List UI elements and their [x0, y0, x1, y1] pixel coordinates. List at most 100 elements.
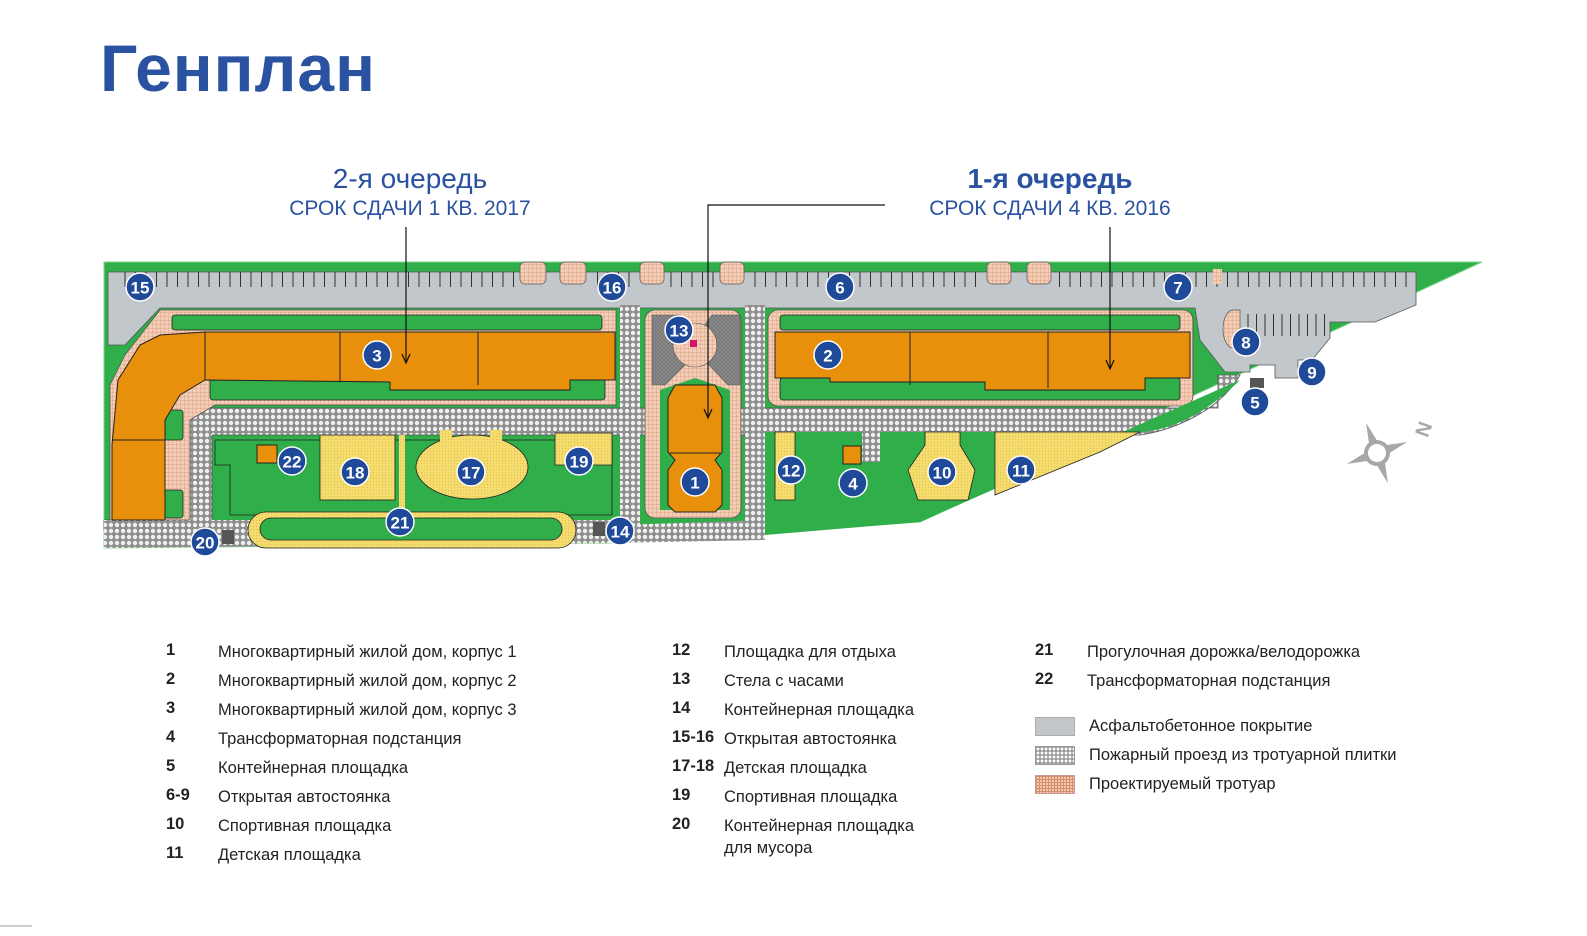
legend-item-number: 14 [672, 699, 691, 717]
map-marker-badge [340, 457, 370, 487]
legend-item-text: Многоквартирный жилой дом, корпус 1 [218, 641, 517, 663]
legend-item-text: Открытая автостоянка [218, 786, 390, 808]
map-marker-badge [385, 507, 415, 537]
map-marker-badge [564, 446, 594, 476]
legend-surface-text: Пожарный проезд из тротуарной плитки [1089, 746, 1397, 764]
legend-item-text-line: Детская площадка [218, 846, 361, 864]
map-marker-badge [1297, 357, 1327, 387]
map-marker-number: 22 [283, 453, 302, 472]
legend-item-text-line: Контейнерная площадка [218, 759, 408, 777]
legend-item-text-line: Трансформаторная подстанция [1087, 672, 1331, 690]
container-site-20 [222, 530, 234, 544]
legend-item-number: 3 [166, 699, 176, 717]
legend-item-number: 11 [166, 844, 184, 862]
legend-item-text: Контейнерная площадка [218, 757, 408, 779]
asphalt-parking-strip [107, 271, 1417, 379]
map-marker-badge [362, 340, 392, 370]
map-marker-number: 21 [391, 514, 410, 533]
legend-surface-fire: Пожарный проезд из тротуарной плитки [1035, 744, 1396, 773]
legend-item-text: Стела с часами [724, 670, 844, 692]
map-marker-number: 4 [848, 475, 858, 494]
map-marker-2: 2 [813, 340, 843, 370]
map-marker-number: 14 [611, 523, 630, 542]
map-marker-badge [190, 527, 220, 557]
map-marker-21: 21 [385, 507, 415, 537]
legend-item-text-line: Открытая автостоянка [724, 730, 897, 748]
map-marker-badge [927, 457, 957, 487]
legend-item-text: Трансформаторная подстанция [1087, 670, 1330, 692]
map-marker-number: 17 [462, 464, 481, 483]
legend-item-text-line: Многоквартирный жилой дом, корпус 2 [218, 672, 517, 690]
legend-surface-text: Асфальтобетонное покрытие [1089, 717, 1313, 735]
map-marker-number: 1 [690, 474, 699, 493]
legend-item-text-line: Контейнерная площадка [724, 701, 914, 719]
legend-item-text: Контейнерная площадка [724, 699, 914, 721]
legend-item-text-line: Контейнерная площадка [724, 817, 914, 835]
legend-item: 11 Детская площадка [166, 844, 517, 873]
map-marker-number: 7 [1173, 279, 1182, 298]
legend-surface-text: Проектируемый тротуар [1089, 775, 1276, 793]
building-3 [111, 331, 616, 521]
legend-item-number: 6-9 [166, 786, 190, 804]
legend-item-text: Открытая автостоянка [724, 728, 896, 750]
legend-item-text: Прогулочная дорожка/велодорожка [1087, 641, 1360, 663]
map-marker-badge [1240, 387, 1270, 417]
phase-1-label: 1-я очередь СРОК СДАЧИ 4 КВ. 2016 [900, 163, 1200, 223]
legend-item: 21 Прогулочная дорожка/велодорожка [1035, 641, 1396, 670]
map-marker-number: 8 [1241, 334, 1250, 353]
map-marker-badge [1231, 327, 1261, 357]
legend-item-text-line: Спортивная площадка [218, 817, 392, 835]
map-marker-number: 12 [782, 462, 801, 481]
map-marker-13: 13 [664, 315, 694, 345]
map-marker-number: 10 [933, 464, 952, 483]
map-marker-7: 7 [1163, 272, 1193, 302]
phase-1-name: 1-я очередь [967, 163, 1133, 194]
legend-item-number: 19 [672, 786, 691, 804]
map-marker-number: 9 [1307, 364, 1316, 383]
legend-item-number: 21 [1035, 641, 1054, 659]
legend-item-text-line: Площадка для отдыха [724, 643, 896, 661]
map-marker-badge [605, 516, 635, 546]
map-marker-4: 4 [838, 468, 868, 498]
legend-item: 12 Площадка для отдыха [672, 641, 914, 670]
parking-stall-lines [124, 272, 1407, 336]
map-marker-22: 22 [277, 446, 307, 476]
legend-item-number: 5 [166, 757, 176, 775]
legend-item-text: Детская площадка [724, 757, 867, 779]
legend-item-text-line: Трансформаторная подстанция [218, 730, 462, 748]
legend-item-text: Площадка для отдыха [724, 641, 896, 663]
map-marker-badge [664, 315, 694, 345]
legend-item-text-line: Стела с часами [724, 672, 844, 690]
map-marker-14: 14 [605, 516, 635, 546]
legend-item-text-line: Прогулочная дорожка/велодорожка [1087, 643, 1361, 661]
compass-north-label: N [1412, 419, 1438, 440]
map-marker-3: 3 [362, 340, 392, 370]
legend-item-text-line: Открытая автостоянка [218, 788, 391, 806]
map-marker-number: 11 [1012, 462, 1030, 481]
phase-2-deadline: СРОК СДАЧИ 1 КВ. 2017 [289, 197, 531, 220]
legend-item-number: 12 [672, 641, 691, 659]
map-marker-badge [1163, 272, 1193, 302]
map-marker-15: 15 [125, 272, 155, 302]
legend-item-number: 10 [166, 815, 185, 833]
phase-2-label: 2-я очередь СРОК СДАЧИ 1 КВ. 2017 [250, 163, 570, 223]
legend-item: 6-9 Открытая автостоянка [166, 786, 517, 815]
transformer-substation-22 [256, 444, 278, 464]
map-marker-badge [776, 455, 806, 485]
leader-lines [401, 204, 1115, 420]
map-marker-18: 18 [340, 457, 370, 487]
legend-item-text: Детская площадка [218, 844, 361, 866]
fire-lane-vertical-left [620, 305, 640, 535]
map-marker-number: 6 [835, 279, 844, 298]
map-marker-16: 16 [597, 272, 627, 302]
